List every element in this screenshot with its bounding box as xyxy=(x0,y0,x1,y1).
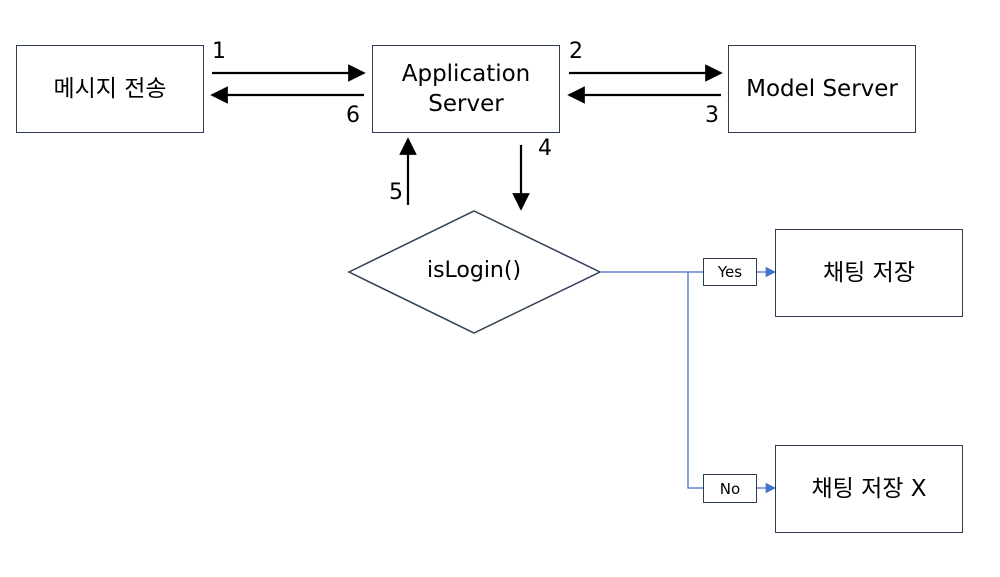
application-server-label-line2: Server xyxy=(428,91,504,117)
step-number-2: 2 xyxy=(569,39,583,64)
save-chat-label: 채팅 저장 xyxy=(823,260,915,286)
step-number-5: 5 xyxy=(389,180,403,205)
application-server-box: Application Server xyxy=(372,45,560,133)
step-number-1: 1 xyxy=(212,39,226,64)
application-server-label-line1: Application xyxy=(401,61,531,87)
model-server-label: Model Server xyxy=(746,76,898,102)
no-save-chat-box: 채팅 저장 X xyxy=(775,445,963,533)
branch-yes-tag: Yes xyxy=(703,258,757,286)
branch-line-no xyxy=(687,272,703,489)
model-server-box: Model Server xyxy=(728,45,916,133)
decision-label: isLogin() xyxy=(426,258,522,283)
send-message-label: 메시지 전송 xyxy=(53,76,167,102)
no-save-chat-label: 채팅 저장 X xyxy=(811,476,927,502)
send-message-box: 메시지 전송 xyxy=(16,45,204,133)
step-number-6: 6 xyxy=(346,103,360,128)
step-number-4: 4 xyxy=(538,136,552,161)
save-chat-box: 채팅 저장 xyxy=(775,229,963,317)
step-number-3: 3 xyxy=(705,103,719,128)
branch-no-tag: No xyxy=(703,474,757,503)
